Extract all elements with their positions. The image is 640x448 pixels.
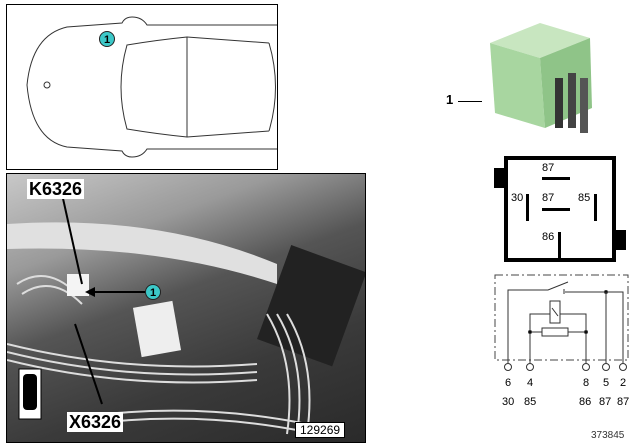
pin-number: 8 bbox=[583, 377, 590, 389]
pin-87-center bbox=[542, 208, 570, 211]
car-overview-panel: 1 bbox=[6, 4, 278, 170]
pin-terminal: 87 bbox=[599, 396, 612, 408]
pin-label-87-top: 87 bbox=[542, 162, 555, 174]
relay-label: K6326 bbox=[27, 179, 85, 199]
relay-image bbox=[490, 23, 592, 133]
mount-tab-left bbox=[494, 168, 504, 188]
pin-87-top bbox=[542, 177, 570, 180]
pin-number: 2 bbox=[620, 377, 627, 389]
image-number: 129269 bbox=[295, 422, 346, 438]
pin-85 bbox=[594, 194, 597, 221]
car-outline-icon bbox=[26, 16, 277, 158]
pin-label-85: 85 bbox=[578, 192, 591, 204]
wiring-harness-image bbox=[7, 193, 365, 435]
photo-callout[interactable]: 1 bbox=[145, 284, 161, 300]
mount-tab-right bbox=[616, 230, 626, 250]
pin-terminal: 30 bbox=[502, 396, 515, 408]
pin-terminal: 86 bbox=[579, 396, 592, 408]
pin-terminal: 85 bbox=[524, 396, 537, 408]
relay-part-callout[interactable]: 1 bbox=[446, 92, 454, 107]
callout-leader-line bbox=[458, 101, 482, 102]
pin-label-30: 30 bbox=[511, 192, 524, 204]
pin-86 bbox=[558, 232, 561, 258]
pin-label-86: 86 bbox=[542, 231, 555, 243]
pin-number: 5 bbox=[603, 377, 610, 389]
circuit-pin-labels: 6 30 4 85 8 86 5 87 2 87 bbox=[490, 377, 640, 417]
pin-30 bbox=[526, 194, 529, 221]
relay-pinout: 87 87 30 85 86 bbox=[494, 156, 626, 262]
overview-callout[interactable]: 1 bbox=[99, 31, 115, 47]
pin-label-87-center: 87 bbox=[542, 192, 555, 204]
pin-terminal: 87 bbox=[617, 396, 630, 408]
pin-number: 6 bbox=[505, 377, 512, 389]
pin-number: 4 bbox=[527, 377, 534, 389]
diagram-number: 373845 bbox=[591, 430, 625, 441]
installation-photo: K6326 X6326 1 129269 bbox=[6, 173, 366, 443]
relay-circuit-schematic bbox=[494, 274, 629, 371]
connector-label: X6326 bbox=[67, 412, 124, 432]
